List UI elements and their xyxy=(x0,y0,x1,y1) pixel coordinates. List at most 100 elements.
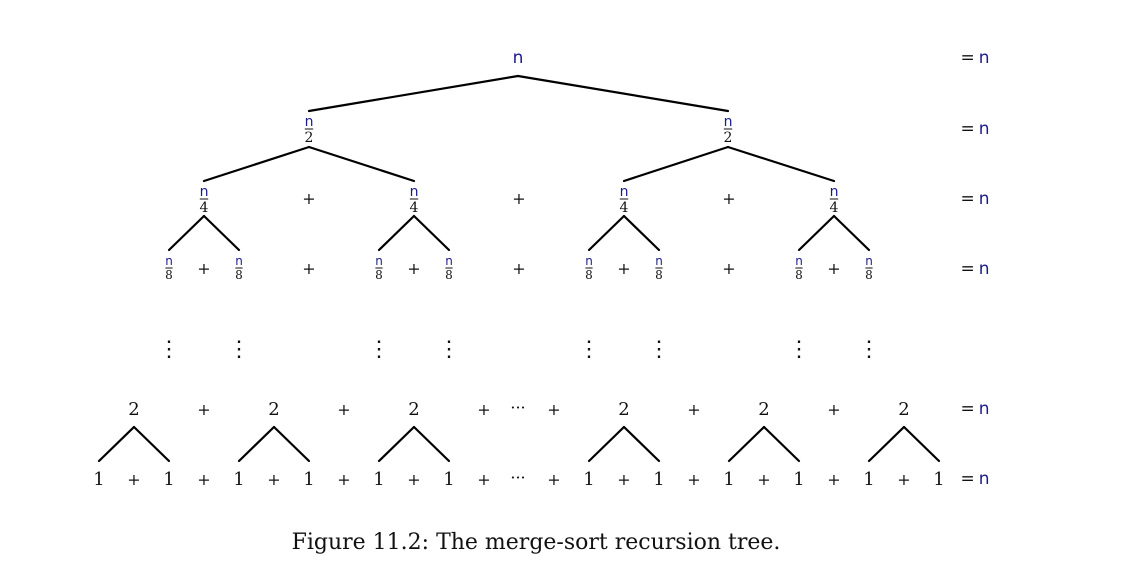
plus-level3-5: + xyxy=(617,259,630,278)
node-n-over-4-3-denominator: 4 xyxy=(620,200,629,216)
figure-caption: Figure 11.2: The merge-sort recursion tr… xyxy=(291,530,781,555)
vertical-dots-4: ⋮ xyxy=(438,337,460,362)
edge-twos-5-right xyxy=(762,425,801,463)
node-n-over-4-3-numerator: n xyxy=(620,184,629,200)
plus-leaves-1: + xyxy=(127,470,140,489)
plus-level2-1: + xyxy=(302,189,315,208)
edge-level2-4-left xyxy=(797,214,836,252)
plus-leaves-11: + xyxy=(827,470,840,489)
node-n-over-4-1-denominator: 4 xyxy=(200,200,209,216)
node-n-over-4-4-numerator: n xyxy=(830,184,839,200)
edge-level2-3-left xyxy=(587,214,626,252)
node-two-5: 2 xyxy=(758,399,769,420)
node-n-over-8-7-denominator: 8 xyxy=(795,268,803,282)
edge-root-right xyxy=(516,74,730,113)
node-n-over-4-2-numerator: n xyxy=(410,184,419,200)
edge-twos-4-left xyxy=(587,425,626,463)
edge-twos-4-right xyxy=(622,425,661,463)
plus-level3-2: + xyxy=(302,259,315,278)
edge-level2-4-right xyxy=(832,214,871,252)
leaf-one-4: 1 xyxy=(303,469,314,490)
node-two-2: 2 xyxy=(268,399,279,420)
leaf-one-2: 1 xyxy=(163,469,174,490)
edge-level2-2-right xyxy=(412,214,451,252)
leaf-one-6: 1 xyxy=(443,469,454,490)
node-n-over-8-3-denominator: 8 xyxy=(375,268,383,282)
plus-leaves-2: + xyxy=(197,470,210,489)
recursion-tree: n=nn2n2=nn4n4n4n4+++=nn8n8n8n8n8n8n8n8++… xyxy=(93,48,989,490)
plus-level3-6: + xyxy=(722,259,735,278)
node-n-over-8-7-numerator: n xyxy=(795,254,803,268)
plus-level2-2: + xyxy=(512,189,525,208)
leaf-one-8: 1 xyxy=(653,469,664,490)
node-n-over-2-2-numerator: n xyxy=(724,114,733,130)
plus-level-twos-4: + xyxy=(547,400,560,419)
node-n-over-8-5-denominator: 8 xyxy=(585,268,593,282)
plus-leaves-6: + xyxy=(477,470,490,489)
edge-level1-3 xyxy=(622,145,730,183)
level-sum-3: =n xyxy=(960,259,989,279)
plus-leaves-12: + xyxy=(897,470,910,489)
level-sum-1: =n xyxy=(960,119,989,139)
node-n-over-8-3-numerator: n xyxy=(375,254,383,268)
node-n-over-4-1-numerator: n xyxy=(200,184,209,200)
plus-level-twos-5: + xyxy=(687,400,700,419)
vertical-dots-8: ⋮ xyxy=(858,337,880,362)
plus-level2-3: + xyxy=(722,189,735,208)
leaf-one-9: 1 xyxy=(723,469,734,490)
plus-leaves-4: + xyxy=(337,470,350,489)
edge-twos-2-right xyxy=(272,425,311,463)
node-n-over-8-5-numerator: n xyxy=(585,254,593,268)
edge-twos-2-left xyxy=(237,425,276,463)
edge-level1-4 xyxy=(726,145,836,183)
level-sum-2: =n xyxy=(960,189,989,209)
plus-leaves-3: + xyxy=(267,470,280,489)
plus-level3-3: + xyxy=(407,259,420,278)
edge-twos-6-right xyxy=(902,425,941,463)
node-n-over-2-1-denominator: 2 xyxy=(305,130,314,146)
edge-level2-3-right xyxy=(622,214,661,252)
node-two-3: 2 xyxy=(408,399,419,420)
ellipsis-level-twos: ··· xyxy=(510,398,525,417)
plus-leaves-9: + xyxy=(687,470,700,489)
ellipsis-leaves: ··· xyxy=(510,468,525,487)
plus-leaves-10: + xyxy=(757,470,770,489)
vertical-dots-1: ⋮ xyxy=(158,337,180,362)
plus-level-twos-1: + xyxy=(197,400,210,419)
edge-twos-6-left xyxy=(867,425,906,463)
node-n-over-2-1-numerator: n xyxy=(305,114,314,130)
leaf-one-7: 1 xyxy=(583,469,594,490)
node-n-over-8-1-numerator: n xyxy=(165,254,173,268)
leaf-one-10: 1 xyxy=(793,469,804,490)
plus-leaves-5: + xyxy=(407,470,420,489)
vertical-dots-7: ⋮ xyxy=(788,337,810,362)
leaf-one-11: 1 xyxy=(863,469,874,490)
edge-root-left xyxy=(307,74,520,113)
edge-twos-1-right xyxy=(132,425,171,463)
root-node: n xyxy=(513,48,524,68)
node-n-over-2-2-denominator: 2 xyxy=(724,130,733,146)
node-two-4: 2 xyxy=(618,399,629,420)
node-n-over-8-1-denominator: 8 xyxy=(165,268,173,282)
node-n-over-8-2-numerator: n xyxy=(235,254,243,268)
edge-level2-1-right xyxy=(202,214,241,252)
node-n-over-8-6-numerator: n xyxy=(655,254,663,268)
leaf-one-5: 1 xyxy=(373,469,384,490)
node-n-over-8-4-denominator: 8 xyxy=(445,268,453,282)
plus-level-twos-6: + xyxy=(827,400,840,419)
plus-level3-4: + xyxy=(512,259,525,278)
leaf-one-3: 1 xyxy=(233,469,244,490)
node-n-over-8-2-denominator: 8 xyxy=(235,268,243,282)
edge-level2-2-left xyxy=(377,214,416,252)
vertical-dots-2: ⋮ xyxy=(228,337,250,362)
edge-twos-3-left xyxy=(377,425,416,463)
edge-level2-1-left xyxy=(167,214,206,252)
plus-leaves-7: + xyxy=(547,470,560,489)
edge-twos-5-left xyxy=(727,425,766,463)
node-n-over-8-6-denominator: 8 xyxy=(655,268,663,282)
plus-level3-7: + xyxy=(827,259,840,278)
node-two-6: 2 xyxy=(898,399,909,420)
plus-level-twos-3: + xyxy=(477,400,490,419)
edge-twos-3-right xyxy=(412,425,451,463)
plus-level3-1: + xyxy=(197,259,210,278)
